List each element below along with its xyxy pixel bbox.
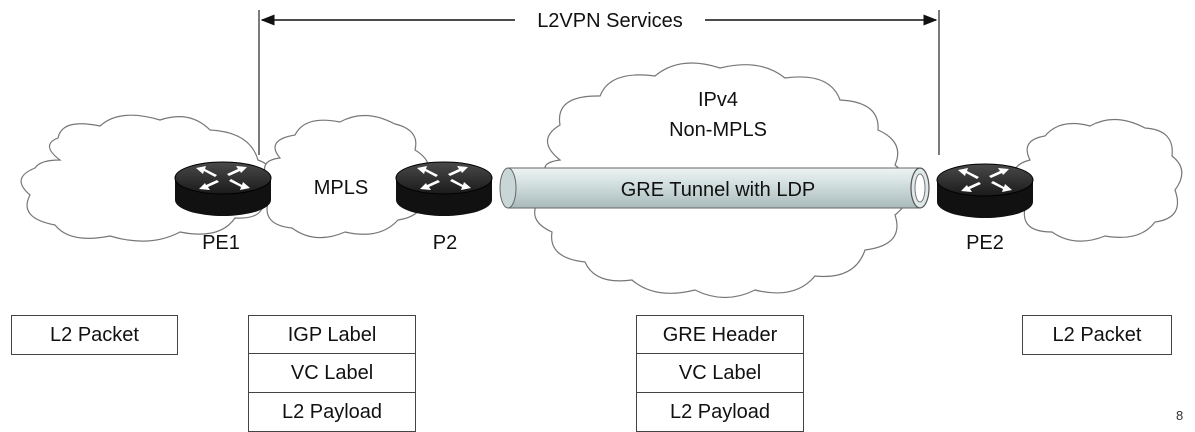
router-pe1-icon [174, 161, 272, 217]
router-p2-label: P2 [433, 232, 457, 254]
gre-stack-l2-payload: L2 Payload [636, 393, 804, 432]
router-pe2-label: PE2 [966, 232, 1004, 254]
mpls-stack-l2-payload: L2 Payload [248, 393, 416, 432]
mpls-stack-igp-label: IGP Label [248, 315, 416, 354]
services-label: L2VPN Services [537, 10, 683, 32]
core-cloud-line1: IPv4 [698, 89, 738, 111]
mpls-stack-vc-label: VC Label [248, 354, 416, 393]
router-pe2-icon [936, 163, 1034, 219]
right-l2-packet: L2 Packet [1022, 315, 1172, 355]
router-pe1-label: PE1 [202, 232, 240, 254]
mpls-label: MPLS [314, 177, 368, 199]
left-l2-packet: L2 Packet [11, 315, 178, 355]
core-cloud-line2: Non-MPLS [669, 119, 767, 141]
figure-id: 8 [1176, 408, 1184, 423]
gre-stack-gre-header: GRE Header [636, 315, 804, 354]
gre-packet-stack: GRE Header VC Label L2 Payload [636, 315, 804, 432]
right-cloud [1008, 118, 1183, 242]
mpls-packet-stack: IGP Label VC Label L2 Payload [248, 315, 416, 432]
router-p2-icon [395, 161, 493, 217]
gre-stack-vc-label: VC Label [636, 354, 804, 393]
gre-tunnel [499, 167, 930, 209]
tunnel-label: GRE Tunnel with LDP [621, 179, 816, 201]
